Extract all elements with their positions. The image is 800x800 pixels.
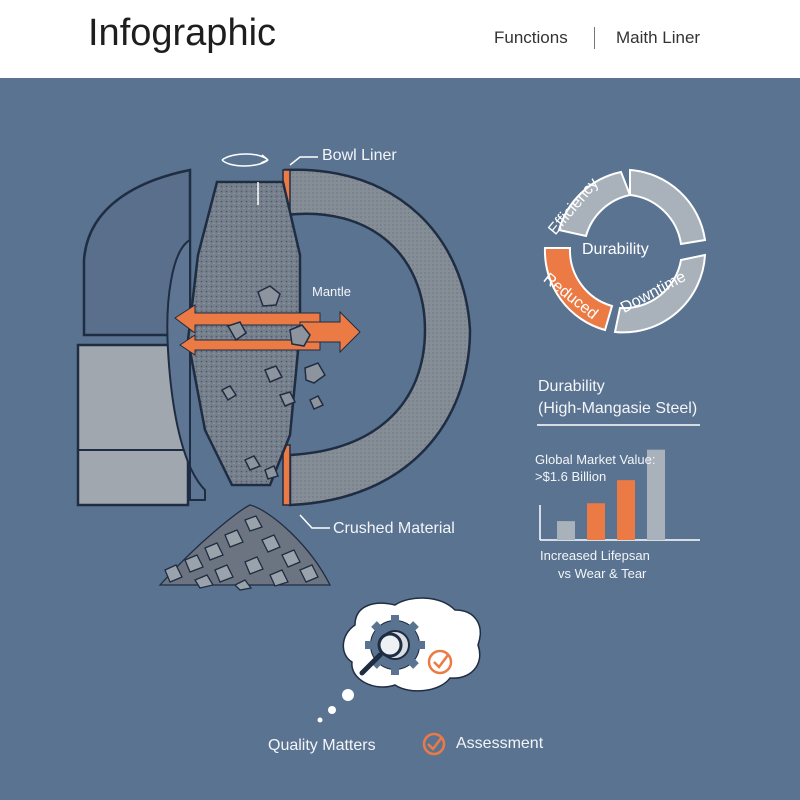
bar-3: [617, 480, 635, 540]
assessment-label: Assessment: [456, 735, 544, 752]
bar-2: [587, 503, 605, 540]
market-value-label: Global Market Value:: [535, 452, 656, 467]
chart-caption-line1: Increased Lifepsan: [540, 548, 650, 563]
leader-lines: [289, 156, 330, 529]
rocks-in-chamber: [220, 285, 326, 480]
nav-functions[interactable]: Functions: [494, 28, 568, 47]
crushed-material-label: Crushed Material: [333, 520, 455, 537]
market-value-amount: >$1.6 Billion: [535, 469, 607, 484]
bar-chart: [557, 449, 665, 540]
nav-maith-liner[interactable]: Maith Liner: [616, 28, 701, 47]
bar-4: [647, 449, 665, 540]
nav-divider: [594, 27, 595, 49]
chart-caption-line2: vs Wear & Tear: [558, 566, 647, 581]
header-bar: Infographic Functions Maith Liner: [0, 0, 800, 78]
mantle-label: Mantle: [312, 284, 352, 299]
crusher-housing: [76, 168, 206, 507]
panel-heading: Durability: [538, 378, 605, 395]
magnifier-icon: [359, 632, 403, 676]
force-arrows: [174, 304, 361, 356]
page-title: Infographic: [88, 12, 277, 54]
bar-1: [557, 521, 575, 540]
checkmark-circle-icon: [427, 649, 453, 675]
cycle-center-label: Durability: [582, 241, 649, 258]
quality-matters-label: Quality Matters: [268, 737, 376, 754]
crushed-material-pile: [158, 504, 332, 591]
assessment-check-icon: [422, 732, 446, 756]
cycle-ring: [543, 168, 707, 334]
bowl-liner-label: Bowl Liner: [322, 147, 397, 164]
panel-subheading: (High-Mangasie Steel): [538, 400, 698, 417]
